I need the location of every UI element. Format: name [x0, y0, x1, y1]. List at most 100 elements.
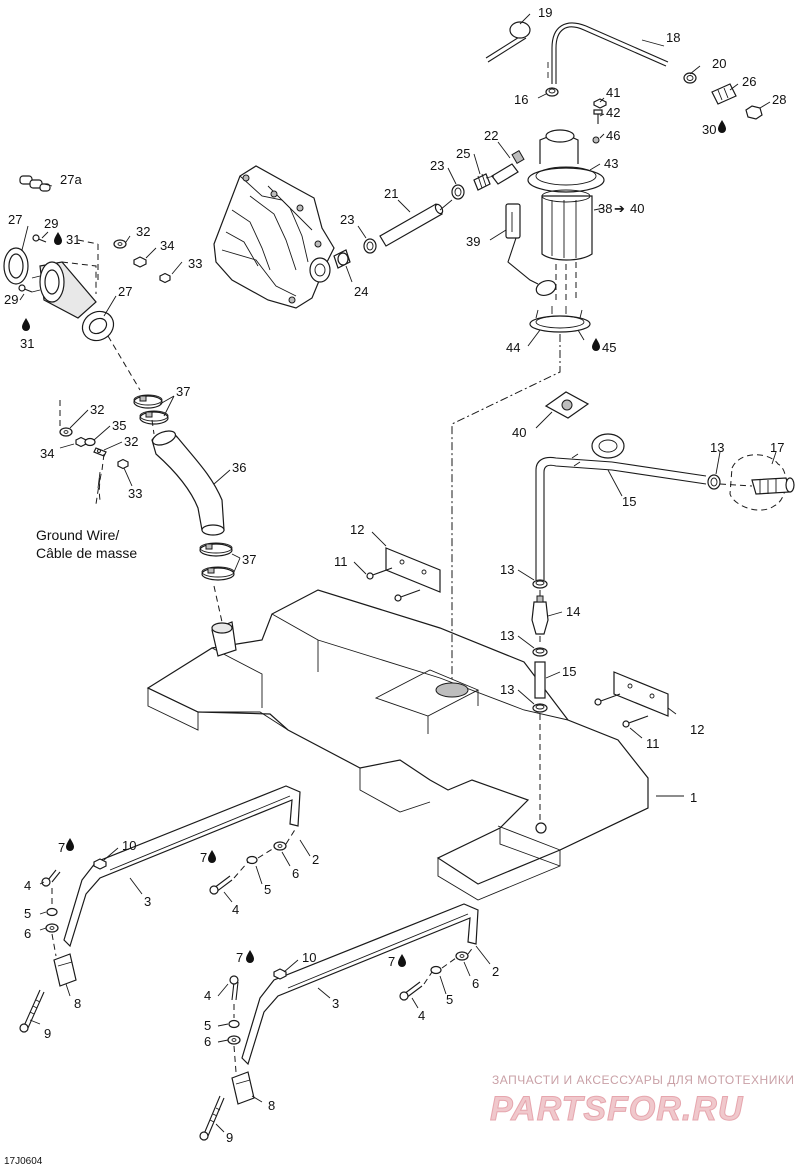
cap-28[interactable] [745, 105, 763, 120]
clamp-13-a[interactable] [532, 579, 548, 589]
callout-27-left: 27 [8, 212, 22, 227]
callout-33-mid: 33 [128, 486, 142, 501]
cable-tie-19[interactable] [485, 21, 531, 63]
callout-5-upper-b: 5 [264, 882, 271, 897]
nut-10-lower[interactable] [273, 968, 287, 980]
screw-11-right-a[interactable] [594, 693, 621, 706]
nut-33-upper[interactable] [159, 272, 171, 284]
washer-5-upper-a[interactable] [46, 907, 58, 917]
connector-25[interactable] [473, 173, 491, 191]
bolt-9-lower[interactable] [199, 1095, 225, 1141]
callout-29-lower: 29 [4, 292, 18, 307]
washer-6-lower-b[interactable] [455, 951, 469, 961]
callout-2-upper: 2 [312, 852, 319, 867]
washer-5-lower-a[interactable] [228, 1019, 240, 1029]
clamp-13-upper[interactable] [707, 474, 721, 490]
bolt-4-lower-b[interactable] [399, 981, 423, 1001]
callout-10-upper: 10 [122, 838, 136, 853]
bracket-12-right[interactable] [613, 671, 669, 717]
washer-5-lower-b[interactable] [430, 965, 442, 975]
svg-text:38: 38 [598, 201, 612, 216]
clamp-20[interactable] [683, 72, 697, 84]
washer-35[interactable] [84, 437, 96, 447]
strap-end-8-upper[interactable] [53, 953, 77, 987]
callout-33-upper: 33 [188, 256, 202, 271]
clamp-13-b[interactable] [532, 647, 548, 657]
strap-3-lower[interactable] [241, 903, 479, 1066]
callout-13-upper: 13 [710, 440, 724, 455]
callout-15-upper: 15 [622, 494, 636, 509]
fuel-tank[interactable] [146, 589, 649, 901]
callout-27-right: 27 [118, 284, 132, 299]
intake-manifold[interactable] [213, 165, 335, 309]
vent-tube-18[interactable] [547, 22, 669, 84]
callout-34-mid: 34 [40, 446, 54, 461]
fuel-line-15-lower[interactable] [534, 661, 546, 699]
callout-5-upper-a: 5 [24, 906, 31, 921]
callout-4-lower-b: 4 [418, 1008, 425, 1023]
bolt-9-upper[interactable] [19, 989, 45, 1033]
callout-31-lower: 31 [20, 336, 34, 351]
fuel-level-sender-39[interactable] [505, 203, 558, 298]
callout-46: 46 [606, 128, 620, 143]
fuel-hose-21[interactable] [379, 203, 444, 247]
callout-42: 42 [606, 105, 620, 120]
clip-16[interactable] [545, 87, 559, 97]
callout-32-mid: 32 [90, 402, 104, 417]
callout-16: 16 [514, 92, 528, 107]
clamp-37-lower[interactable] [199, 542, 235, 581]
callout-21: 21 [384, 186, 398, 201]
callout-25: 25 [456, 146, 470, 161]
chain-27a[interactable] [19, 175, 51, 192]
droplet-icon [246, 950, 254, 963]
nut-10-upper[interactable] [93, 858, 107, 870]
screw-41[interactable] [593, 98, 607, 109]
fuel-pump-module-43[interactable] [527, 129, 605, 261]
nut-34-upper[interactable] [133, 256, 147, 268]
locking-ring-44[interactable] [529, 306, 591, 333]
washer-6-lower-a[interactable] [227, 1035, 241, 1045]
callout-8-lower: 8 [268, 1098, 275, 1113]
part-46[interactable] [592, 136, 600, 144]
washer-6-upper-a[interactable] [45, 923, 59, 933]
clamp-37-upper[interactable] [133, 394, 169, 425]
screw-29-lower[interactable] [18, 284, 33, 293]
droplet-icon [718, 120, 726, 133]
check-valve-26[interactable] [711, 83, 737, 105]
fitting-24[interactable] [333, 249, 351, 269]
washer-32-mid[interactable] [59, 427, 73, 437]
screw-11-left-b[interactable] [394, 589, 421, 602]
fuel-line-15-upper[interactable] [535, 433, 707, 580]
callout-23-upper: 23 [430, 158, 444, 173]
droplet-icon [66, 838, 74, 851]
quick-connect-22[interactable] [491, 149, 525, 185]
clamp-23-lower[interactable] [363, 238, 377, 254]
bolt-4-upper-b[interactable] [209, 875, 233, 895]
washer-6-upper-b[interactable] [273, 841, 287, 851]
droplet-icon [54, 232, 62, 245]
callout-38-40: 38 ➔ 40 [598, 201, 644, 216]
filter-14[interactable] [531, 595, 549, 635]
bracket-12-left[interactable] [385, 547, 441, 593]
callout-32-upper: 32 [136, 224, 150, 239]
decal-40[interactable] [544, 391, 590, 419]
clamp-13-c[interactable] [532, 703, 548, 713]
screw-11-left-a[interactable] [366, 567, 393, 580]
washer-32-upper[interactable] [113, 239, 127, 249]
washer-5-upper-b[interactable] [246, 855, 258, 865]
screw-29-upper[interactable] [32, 234, 47, 243]
bolt-4-lower-a[interactable] [229, 975, 239, 1001]
filler-hose-36[interactable] [151, 428, 225, 536]
callout-4-upper-b: 4 [232, 902, 239, 917]
nut-33-mid[interactable] [117, 458, 129, 470]
clamp-23-upper[interactable] [451, 184, 465, 200]
filler-neck-assembly[interactable] [3, 247, 119, 346]
screw-11-right-b[interactable] [622, 715, 649, 728]
fuel-rail-fitting-17[interactable] [729, 454, 795, 511]
bolt-4-upper-a[interactable] [41, 869, 61, 887]
leader-lines [19, 13, 777, 1133]
screw-42[interactable] [593, 109, 603, 124]
callout-45: 45 [602, 340, 616, 355]
strap-end-8-lower[interactable] [231, 1071, 255, 1105]
